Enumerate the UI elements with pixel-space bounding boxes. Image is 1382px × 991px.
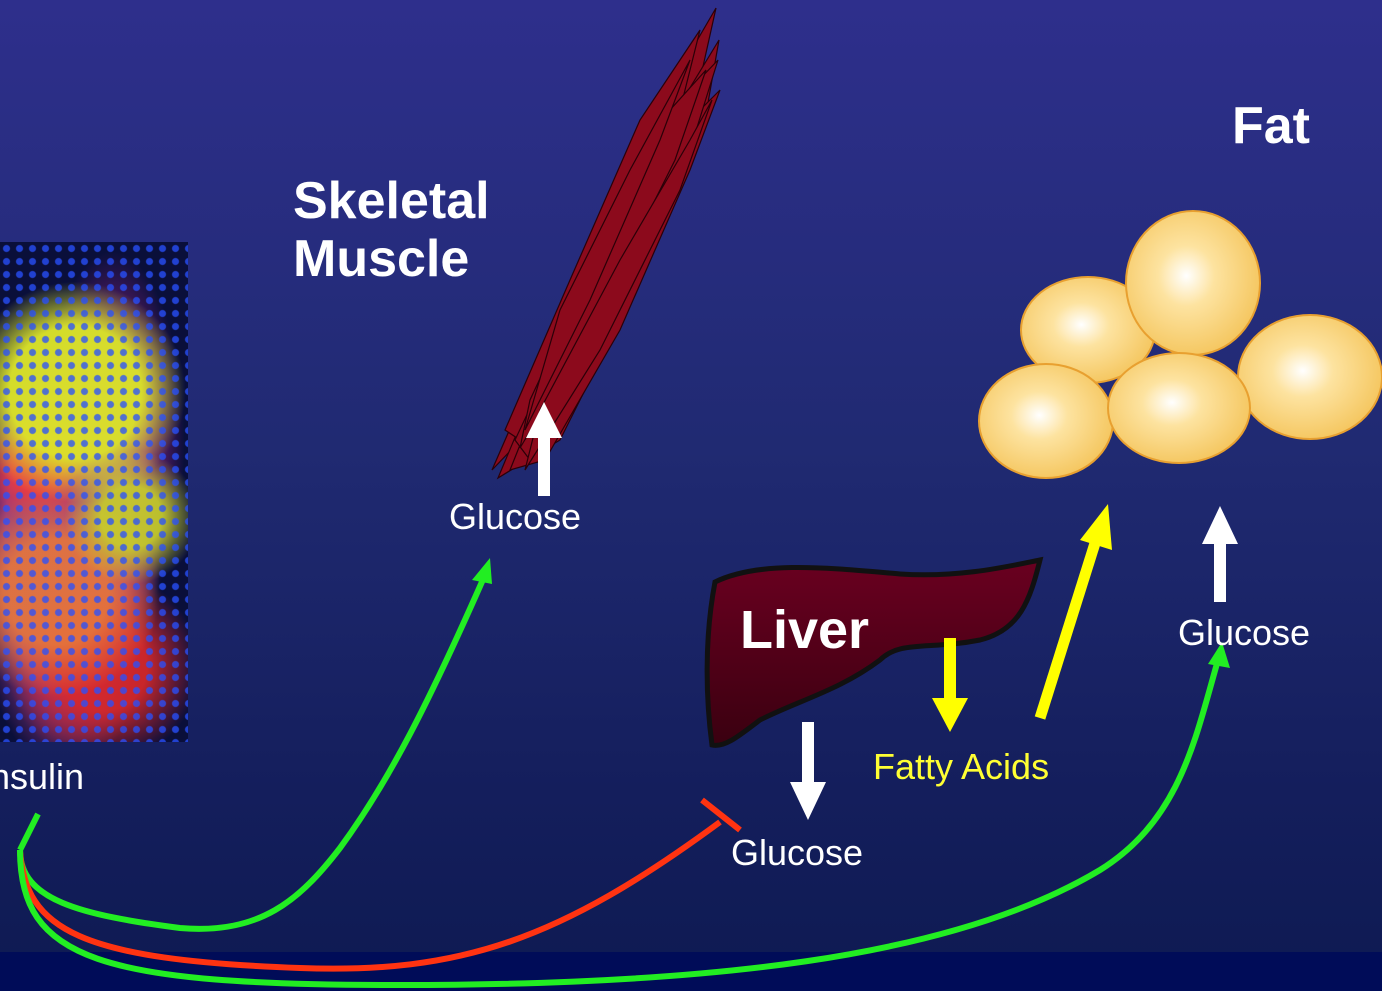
glucose-muscle-label: Glucose [449,496,581,538]
fatty-acids-to-fat-arrow [1040,504,1112,718]
fat-cells-icon [979,211,1382,478]
liver-to-fatty-acids-arrow [932,638,968,732]
insulin-inhibits-liver-line [20,800,740,969]
fatty-acids-label: Fatty Acids [873,746,1049,788]
skeletal-muscle-label: Skeletal Muscle [293,172,490,288]
glucose-liver-label: Glucose [731,832,863,874]
liver-to-glucose-arrow [790,722,826,820]
skeletal-line2: Muscle [293,230,490,288]
insulin-to-muscle-arrow [20,558,492,929]
insulin-label: Insulin [0,756,84,798]
liver-label: Liver [740,601,869,659]
fat-label: Fat [1232,97,1310,155]
insulin-stem [20,814,38,850]
glucose-to-fat-arrow [1202,506,1238,602]
skeletal-line1: Skeletal [293,172,490,230]
muscle-fibers-icon [492,8,720,478]
glucose-fat-label: Glucose [1178,612,1310,654]
